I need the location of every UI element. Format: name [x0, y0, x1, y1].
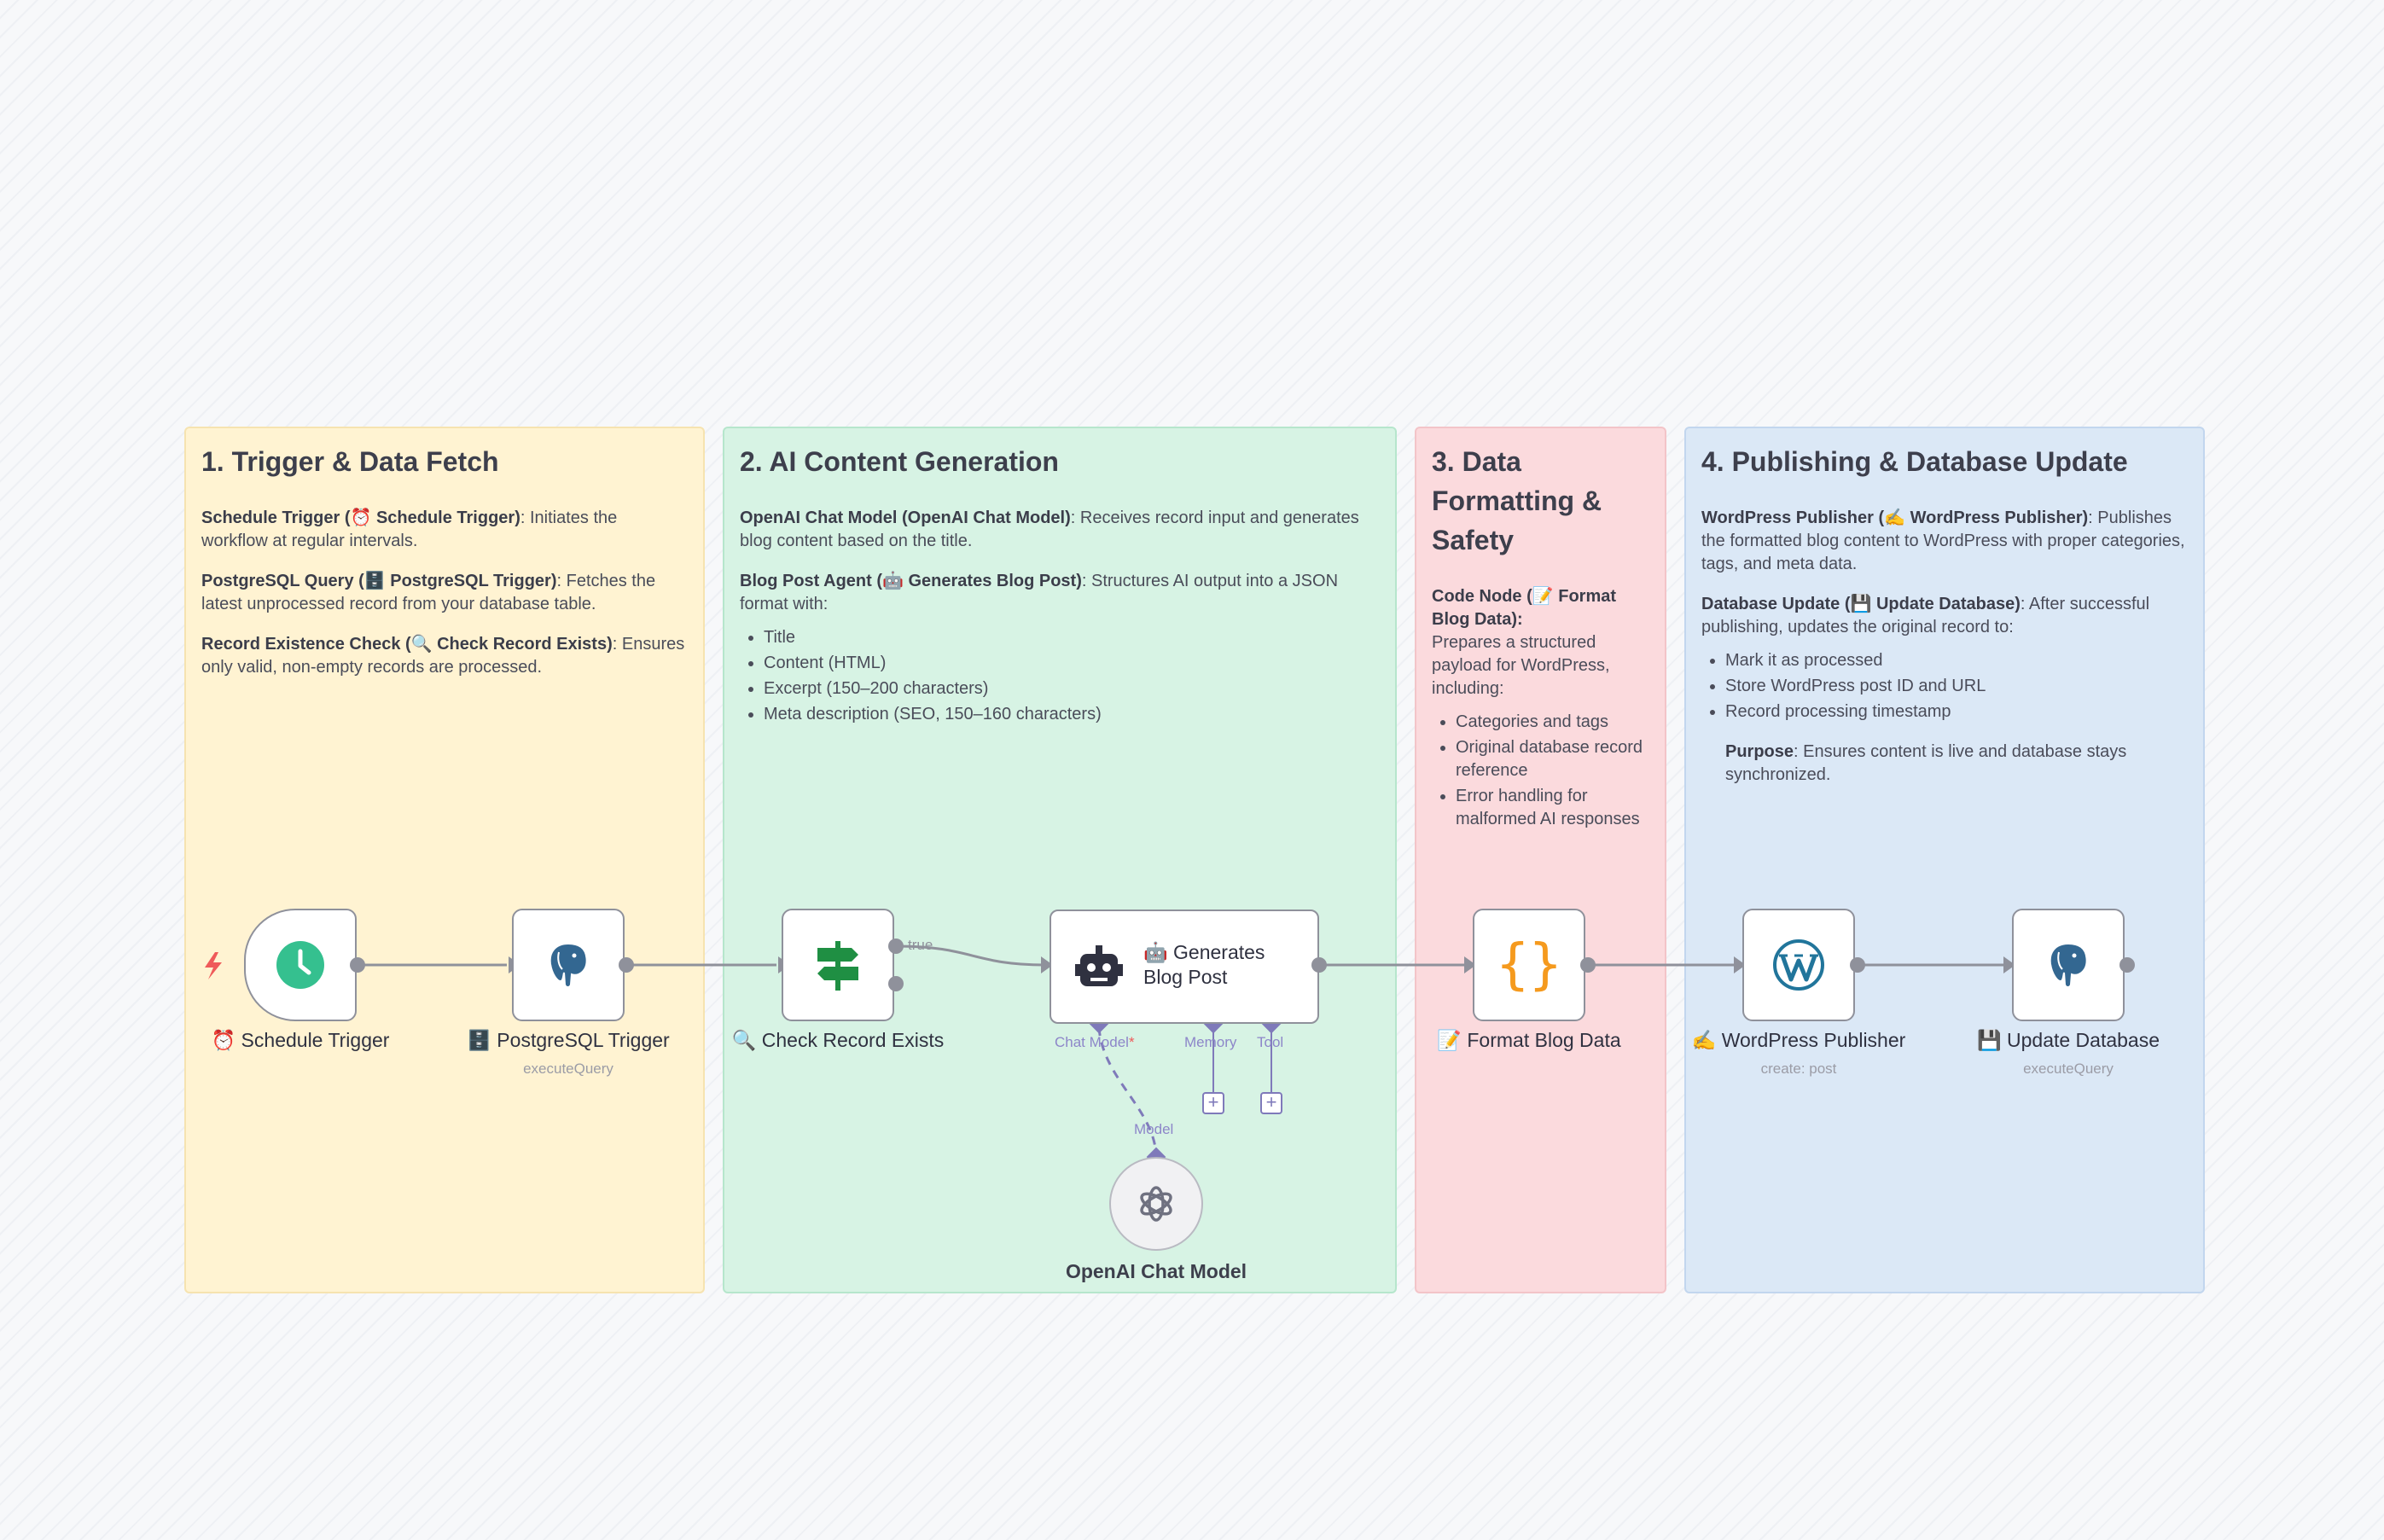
- model-connector-label: Model: [1134, 1121, 1174, 1137]
- sticky-note-ai[interactable]: 2. AI Content Generation OpenAI Chat Mod…: [723, 427, 1397, 1293]
- node-label: ✍️ WordPress Publisher: [1691, 1029, 1906, 1051]
- blog-post-agent-node[interactable]: 🤖 Generates Blog Post: [1050, 909, 1319, 1024]
- sticky-title: 4. Publishing & Database Update: [1701, 446, 2128, 477]
- true-branch-label: true: [908, 937, 933, 953]
- postgresql-trigger-node[interactable]: [512, 909, 625, 1021]
- text: : Publishes the formatted blog content t…: [1701, 508, 2185, 573]
- bullet-list: Categories and tags Original database re…: [1432, 711, 1649, 831]
- text: : Structures AI output into a JSON forma…: [740, 572, 1339, 613]
- output-handle[interactable]: [1850, 957, 1865, 973]
- node-subtitle: executeQuery: [523, 1061, 613, 1077]
- node-label: 🔍 Check Record Exists: [731, 1029, 945, 1051]
- robot-icon: [1073, 944, 1125, 996]
- output-handle[interactable]: [350, 957, 365, 973]
- list-item: Meta description (SEO, 150–160 character…: [764, 703, 1380, 726]
- list-item: Categories and tags: [1456, 711, 1649, 734]
- sticky-body: WordPress Publisher (✍️ WordPress Publis…: [1701, 507, 2188, 787]
- list-item: Content (HTML): [764, 652, 1380, 675]
- wordpress-publisher-node[interactable]: [1742, 909, 1855, 1021]
- sticky-title: 3. Data Formatting & Safety: [1432, 446, 1602, 555]
- node-label: OpenAI Chat Model: [1065, 1260, 1247, 1282]
- add-tool-button[interactable]: +: [1260, 1092, 1282, 1114]
- node-label: ⏰ Schedule Trigger: [211, 1029, 390, 1051]
- text-bold: Blog Post Agent (🤖 Generates Blog Post): [740, 572, 1082, 590]
- clock-icon: [246, 910, 355, 1020]
- node-label: 🤖 Generates Blog Post: [1143, 941, 1265, 988]
- output-handle[interactable]: [619, 957, 634, 973]
- schedule-trigger-node[interactable]: [244, 909, 357, 1021]
- node-label: 📝 Format Blog Data: [1437, 1029, 1621, 1051]
- output-handle[interactable]: [2119, 957, 2135, 973]
- curly-braces-icon: {}: [1496, 933, 1562, 997]
- sticky-note-publish[interactable]: 4. Publishing & Database Update WordPres…: [1684, 427, 2205, 1293]
- openai-chat-model-node[interactable]: [1109, 1157, 1203, 1251]
- postgresql-elephant-icon: [514, 910, 623, 1020]
- text-bold: Purpose: [1725, 742, 1794, 761]
- list-item: Store WordPress post ID and URL: [1725, 675, 2188, 698]
- node-label: 🗄️ PostgreSQL Trigger: [467, 1029, 670, 1051]
- list-item: Record processing timestamp: [1725, 700, 2188, 724]
- update-database-node[interactable]: [2012, 909, 2125, 1021]
- text: Chat Model: [1055, 1034, 1129, 1050]
- lightning-bolt-icon: [205, 952, 222, 979]
- output-handle[interactable]: [1580, 957, 1596, 973]
- required-marker: *: [1128, 1034, 1135, 1050]
- text-bold: PostgreSQL Query (🗄️ PostgreSQL Trigger): [201, 572, 557, 590]
- bullet-list: Title Content (HTML) Excerpt (150–200 ch…: [740, 626, 1380, 726]
- bullet-list: Mark it as processed Store WordPress pos…: [1701, 649, 2188, 724]
- list-item: Error handling for malformed AI response…: [1456, 785, 1649, 831]
- arrow-head: [2003, 956, 2015, 973]
- list-item: Title: [764, 626, 1380, 649]
- memory-connector-label: Memory: [1184, 1034, 1237, 1050]
- text: : Fetches the latest unprocessed record …: [201, 572, 656, 613]
- arrow-head: [1464, 956, 1476, 973]
- connection-check-agent: [895, 944, 1045, 967]
- signpost-if-icon: [783, 910, 893, 1020]
- list-item: Excerpt (150–200 characters): [764, 677, 1380, 700]
- connection-model-agent: [1097, 1026, 1158, 1158]
- node-label: 💾 Update Database: [1976, 1029, 2160, 1051]
- text: : Ensures content is live and database s…: [1725, 742, 2127, 784]
- text-bold: Schedule Trigger (⏰ Schedule Trigger): [201, 508, 520, 527]
- text-bold: Database Update (💾 Update Database): [1701, 595, 2021, 613]
- tool-connector-label: Tool: [1257, 1034, 1284, 1050]
- text: :: [1517, 610, 1523, 629]
- text: : Receives record input and generates bl…: [740, 508, 1359, 550]
- format-blog-data-node[interactable]: {}: [1473, 909, 1585, 1021]
- sticky-note-format[interactable]: 3. Data Formatting & Safety Code Node (📝…: [1415, 427, 1666, 1293]
- check-record-exists-node[interactable]: [782, 909, 894, 1021]
- text-bold: Code Node (📝 Format Blog Data): [1432, 587, 1617, 629]
- sticky-note-trigger[interactable]: 1. Trigger & Data Fetch Schedule Trigger…: [184, 427, 705, 1293]
- text: : After successful publishing, updates t…: [1701, 595, 2150, 636]
- sticky-title: 2. AI Content Generation: [740, 446, 1059, 477]
- chat-model-connector-label: Chat Model*: [1055, 1034, 1135, 1051]
- add-memory-button[interactable]: +: [1202, 1092, 1224, 1114]
- text-bold: Record Existence Check (🔍 Check Record E…: [201, 635, 613, 654]
- arrow-head: [1734, 956, 1746, 973]
- list-item: Original database record reference: [1456, 736, 1649, 782]
- openai-logo-icon: [1111, 1159, 1201, 1249]
- list-item: Mark it as processed: [1725, 649, 2188, 672]
- sticky-body: OpenAI Chat Model (OpenAI Chat Model): R…: [740, 507, 1380, 726]
- output-handle[interactable]: [1311, 957, 1327, 973]
- arrow-head: [1041, 956, 1053, 973]
- node-subtitle: executeQuery: [2023, 1061, 2114, 1077]
- text-bold: OpenAI Chat Model (OpenAI Chat Model): [740, 508, 1071, 527]
- output-handle-true[interactable]: [888, 939, 904, 954]
- output-handle-false[interactable]: [888, 976, 904, 991]
- text: Prepares a structured payload for WordPr…: [1432, 633, 1610, 698]
- text-bold: WordPress Publisher (✍️ WordPress Publis…: [1701, 508, 2089, 527]
- wordpress-logo-icon: [1744, 910, 1853, 1020]
- text: : Ensures only valid, non-empty records …: [201, 635, 685, 677]
- sticky-title: 1. Trigger & Data Fetch: [201, 446, 499, 477]
- sticky-body: Schedule Trigger (⏰ Schedule Trigger): I…: [201, 507, 688, 679]
- postgresql-elephant-icon: [2014, 910, 2123, 1020]
- sticky-body: Code Node (📝 Format Blog Data): Prepares…: [1432, 585, 1649, 831]
- node-subtitle: create: post: [1760, 1061, 1837, 1077]
- text: : Initiates the workflow at regular inte…: [201, 508, 618, 550]
